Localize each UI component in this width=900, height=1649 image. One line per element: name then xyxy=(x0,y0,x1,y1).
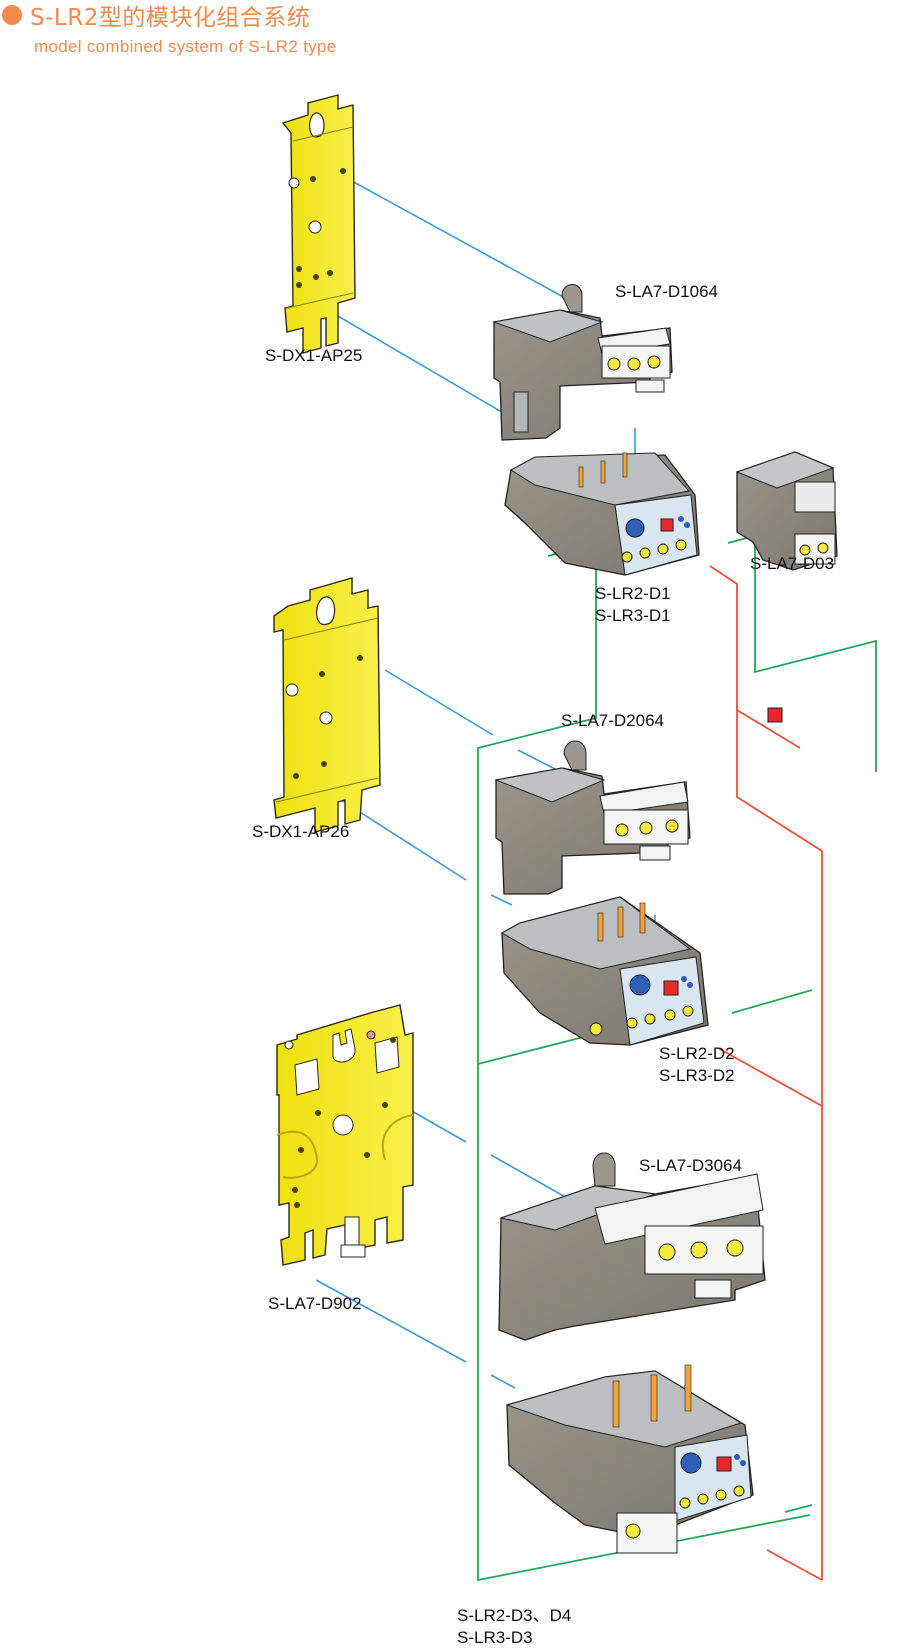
terminal-block-la7-d2064 xyxy=(494,740,691,895)
reset-button-accessory xyxy=(767,707,783,723)
connector-line xyxy=(349,179,579,306)
mounting-plate-dx1-ap26 xyxy=(273,577,381,833)
connector-line xyxy=(731,989,813,1014)
title-bullet-icon xyxy=(2,5,22,25)
title-row: S-LR2型的模块化组合系统 xyxy=(0,0,311,31)
auxiliary-module-la7-d03 xyxy=(735,451,838,571)
page-title: S-LR2型的模块化组合系统 xyxy=(30,5,311,31)
label-lr3-d3: S-LR3-D3 xyxy=(457,1628,533,1647)
connector-line xyxy=(717,1047,823,1107)
connector-line xyxy=(754,536,877,772)
mounting-plate-la7-d902 xyxy=(276,1004,414,1266)
label-dx1-ap25: S-DX1-AP25 xyxy=(265,346,363,365)
connector-line xyxy=(477,546,811,1582)
connector-line xyxy=(736,705,823,1580)
label-dx1-ap26: S-DX1-AP26 xyxy=(252,822,350,841)
label-la7-d902: S-LA7-D902 xyxy=(268,1294,362,1313)
connector-line xyxy=(409,1109,467,1143)
overload-relay-lr2-d3-d4 xyxy=(505,1364,754,1554)
label-lr2-d2: S-LR2-D2 xyxy=(659,1044,735,1063)
label-la7-d3064: S-LA7-D3064 xyxy=(639,1156,743,1175)
page-subtitle: model combined system of S-LR2 type xyxy=(34,37,337,56)
label-la7-d03: S-LA7-D03 xyxy=(750,554,835,573)
overload-relay-lr2-d1 xyxy=(504,452,700,576)
connector-line xyxy=(490,894,513,906)
connector-line xyxy=(766,1549,823,1581)
terminal-block-la7-d3064 xyxy=(498,1152,766,1341)
label-lr3-d2: S-LR3-D2 xyxy=(659,1066,735,1085)
label-lr2-d1: S-LR2-D1 xyxy=(595,584,671,603)
label-la7-d2064: S-LA7-D2064 xyxy=(561,711,665,730)
connector-line xyxy=(709,565,801,749)
terminal-block-la7-d1064 xyxy=(492,284,673,441)
connector-line xyxy=(315,1279,467,1363)
label-lr2-d3-d4: S-LR2-D3、D4 xyxy=(457,1606,572,1625)
label-la7-d1064: S-LA7-D1064 xyxy=(615,282,719,301)
label-lr3-d1: S-LR3-D1 xyxy=(595,606,671,625)
connector-line xyxy=(384,669,494,736)
red-connector-lines xyxy=(709,565,823,1581)
connector-line xyxy=(490,1374,516,1389)
connector-line xyxy=(784,1504,813,1513)
mounting-plate-dx1-ap25 xyxy=(281,94,356,354)
overload-relay-lr2-d2 xyxy=(500,896,709,1046)
